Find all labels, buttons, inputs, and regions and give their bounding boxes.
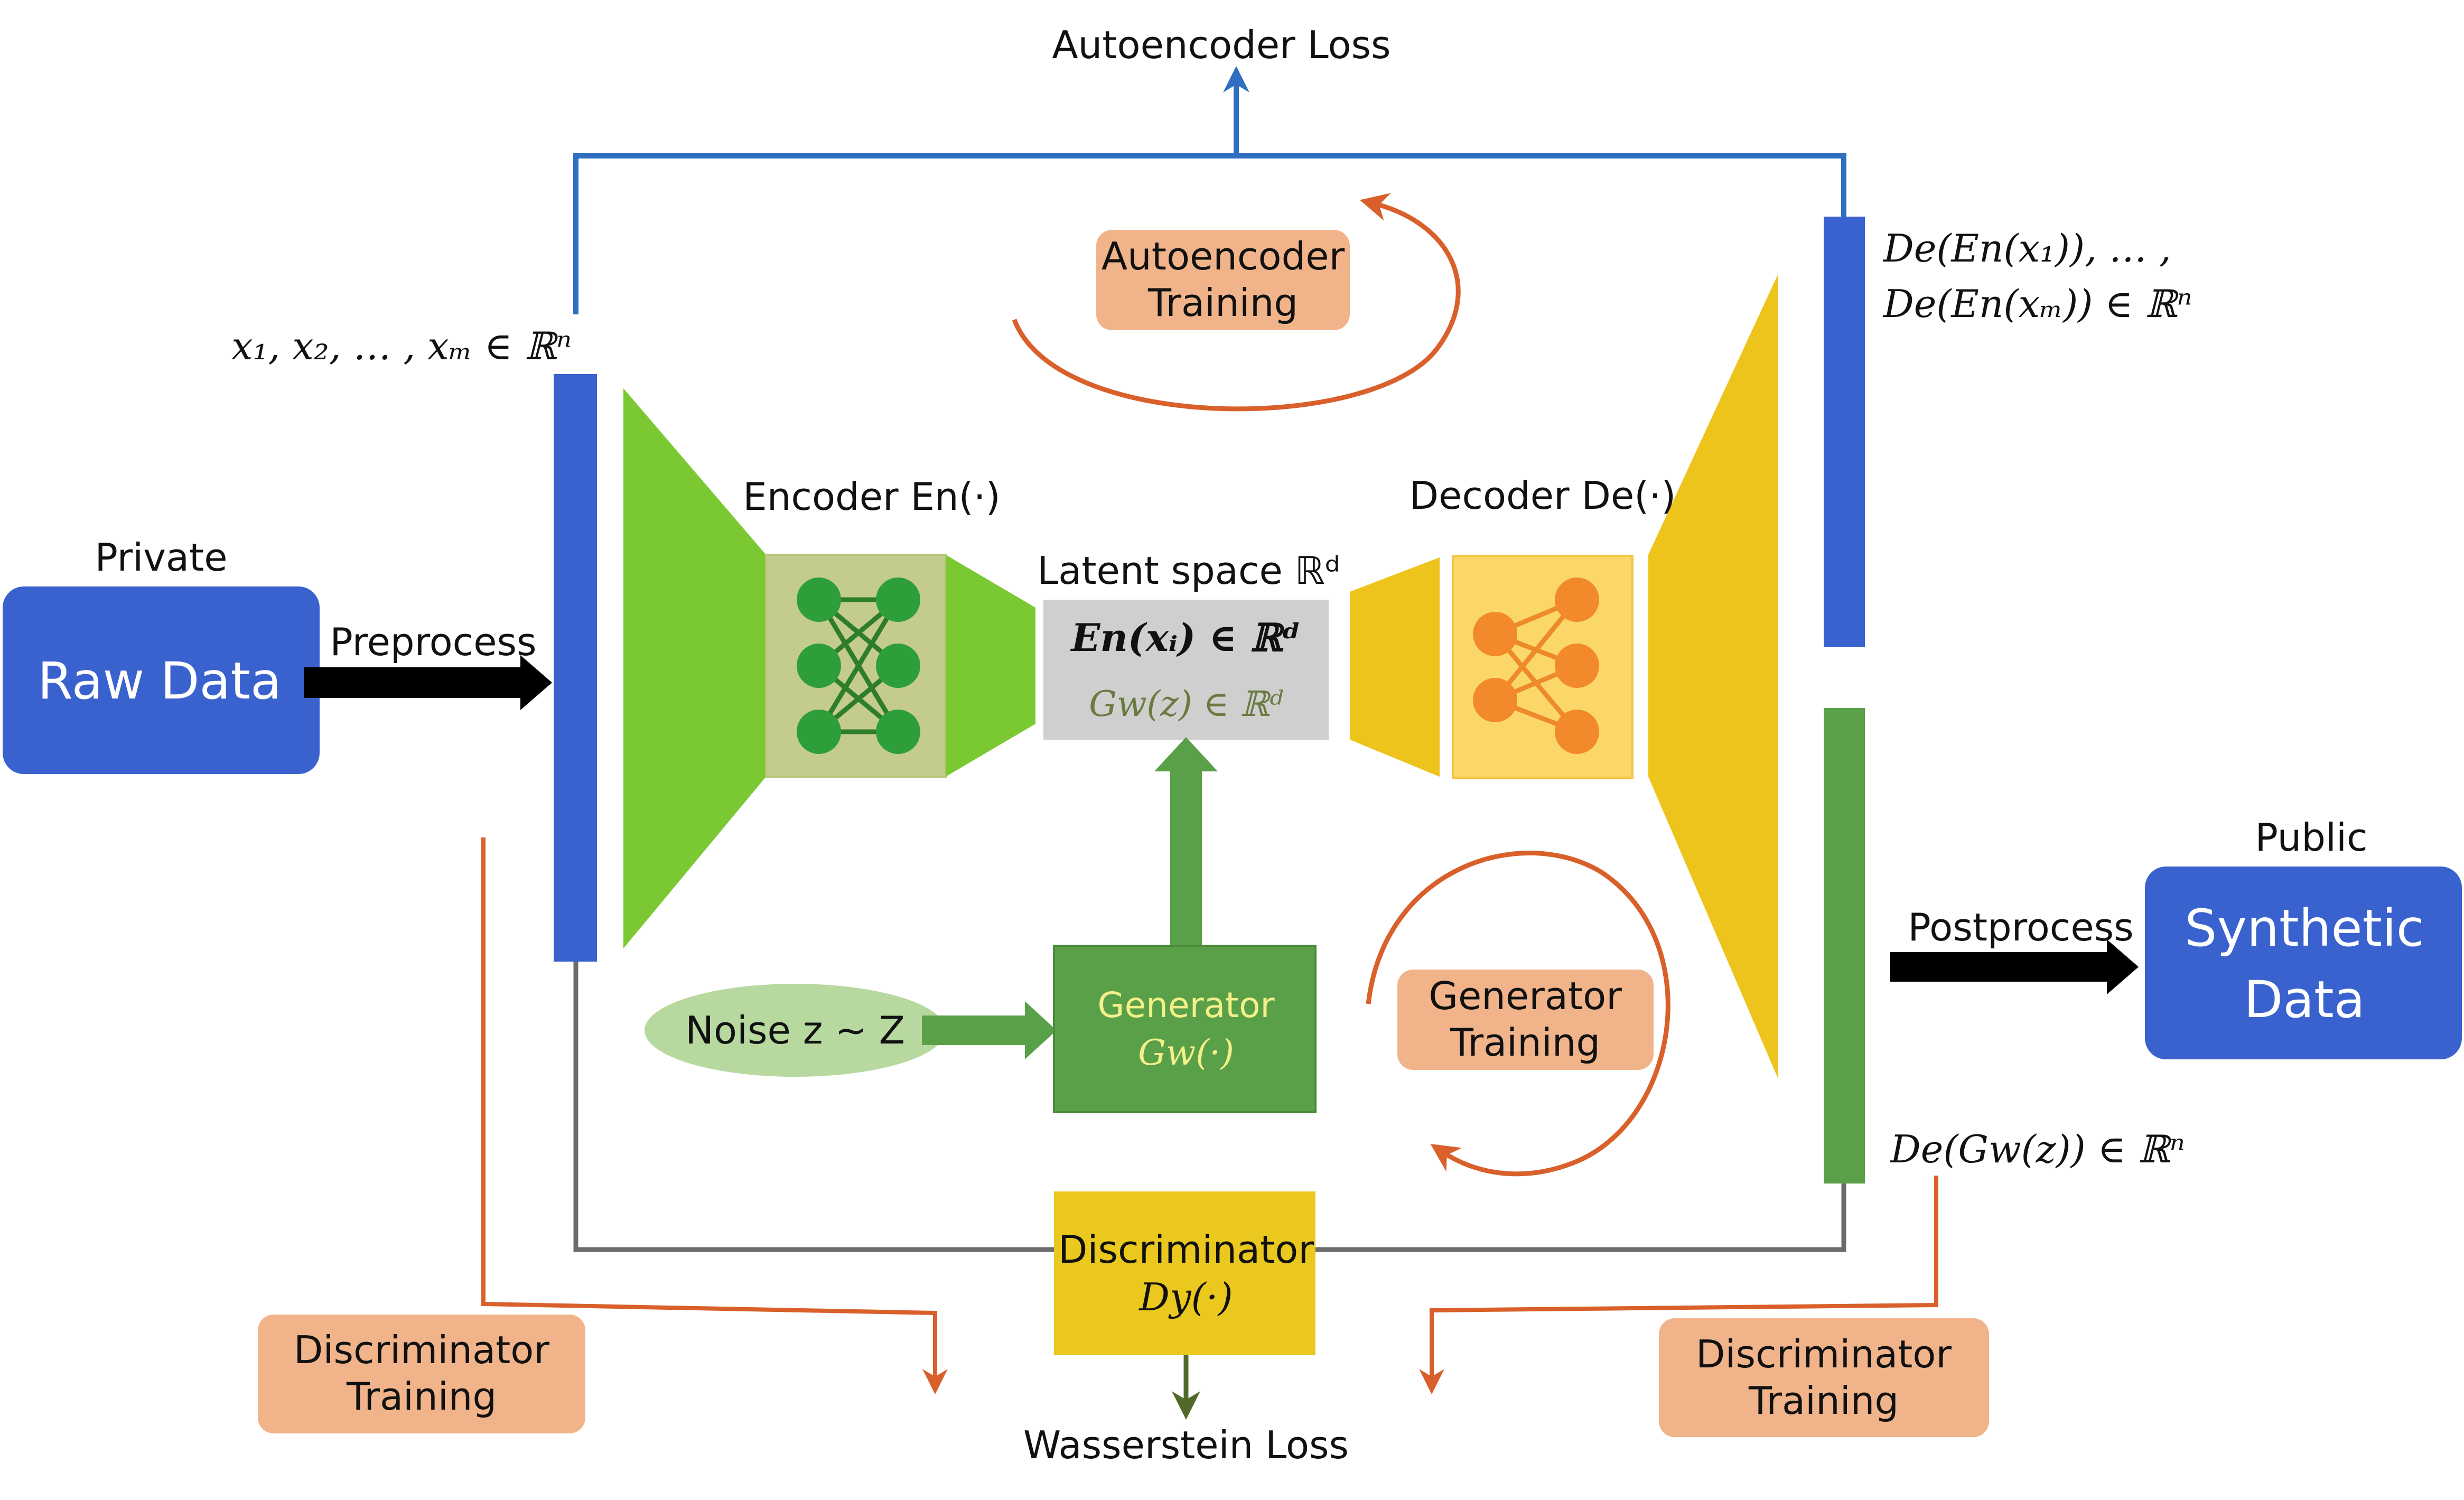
public-label: Public [2255,815,2367,860]
autoencoder-training-box [1096,230,1350,330]
latent-space-box [1043,600,1329,740]
disc-training-right-label-line1: Discriminator [1696,1332,1952,1376]
generator-training-box [1397,970,1654,1070]
generator-training-label-line1: Generator [1429,974,1622,1018]
input-data-bar [554,374,597,962]
decoder-label: Decoder De(·) [1410,473,1676,518]
autoencoder-training-loop-arrow [1012,193,1461,412]
postprocess-label: Postprocess [1908,905,2133,949]
discriminator-box [1054,1191,1315,1355]
autoencoder-training-label-line1: Autoencoder [1102,234,1345,278]
noise-to-generator-arrow [922,1001,1057,1059]
noise-label: Noise z ~ Z [685,1008,905,1052]
decoder-trapezoid [1648,275,1778,1078]
disc-training-left-arrow [481,837,948,1394]
disc-training-right-label-line2: Training [1748,1378,1899,1423]
encoder-label: Encoder En(·) [743,474,1000,519]
private-label: Private [95,535,227,580]
encoder-network-icon [797,577,920,754]
autoencoder-training-label-line2: Training [1147,281,1298,325]
autoencoder-loss-connector [573,66,1846,314]
postprocess-arrow [1890,939,2139,994]
preprocess-arrow [304,655,552,710]
disc-training-left-label-line1: Discriminator [294,1328,549,1372]
noise-ellipse [645,984,946,1077]
decoded-generated-label: De(Gw(z)) ∈ ℝⁿ [1889,1127,2185,1171]
decoder-network-box [1452,555,1634,779]
synthetic-output-bar [1824,708,1865,1184]
disc-training-left-box [258,1315,585,1433]
decoder-network-icon [1473,577,1599,754]
latent-space-label: Latent space ℝᵈ [1037,548,1340,593]
discriminator-label-line1: Discriminator [1058,1227,1314,1272]
generator-label-line2: Gw(·) [1138,1032,1234,1073]
raw-data-label: Raw Data [38,651,282,711]
discriminator-label-line2: Dy(·) [1138,1275,1233,1319]
wasserstein-loss-label: Wasserstein Loss [1023,1423,1349,1467]
disc-training-left-label-line2: Training [346,1374,497,1419]
disc-training-right-box [1659,1318,1989,1437]
generator-training-loop-arrow [1366,850,1670,1177]
encoder-output-trapezoid [946,555,1035,777]
preprocess-label: Preprocess [330,620,536,664]
raw-data-box [3,586,320,774]
generator-training-label-line2: Training [1450,1020,1600,1065]
reconstruction-label-line2: De(En(xₘ)) ∈ ℝⁿ [1882,282,2192,326]
input-set-label: x₁, x₂, … , xₘ ∈ ℝⁿ [231,324,572,368]
synthetic-data-label-line2: Data [2244,970,2365,1029]
decoder-input-trapezoid [1350,557,1440,777]
generator-label-line1: Generator [1097,985,1275,1026]
synthetic-data-label-line1: Synthetic [2185,899,2424,958]
autoencoder-loss-label: Autoencoder Loss [1052,23,1390,67]
latent-encoded-label: En(xᵢ) ∈ ℝᵈ [1070,615,1301,660]
generator-to-latent-arrow [1154,737,1218,946]
disc-training-right-arrow [1419,1176,1938,1394]
latent-generated-label: Gw(z) ∈ ℝᵈ [1089,684,1283,724]
generator-box [1053,945,1317,1113]
reconstruction-label-line1: De(En(x₁)), … , [1882,226,2171,271]
synthetic-data-box [2145,867,2462,1059]
encoder-trapezoid [623,388,766,948]
reconstruction-bar [1824,217,1865,647]
